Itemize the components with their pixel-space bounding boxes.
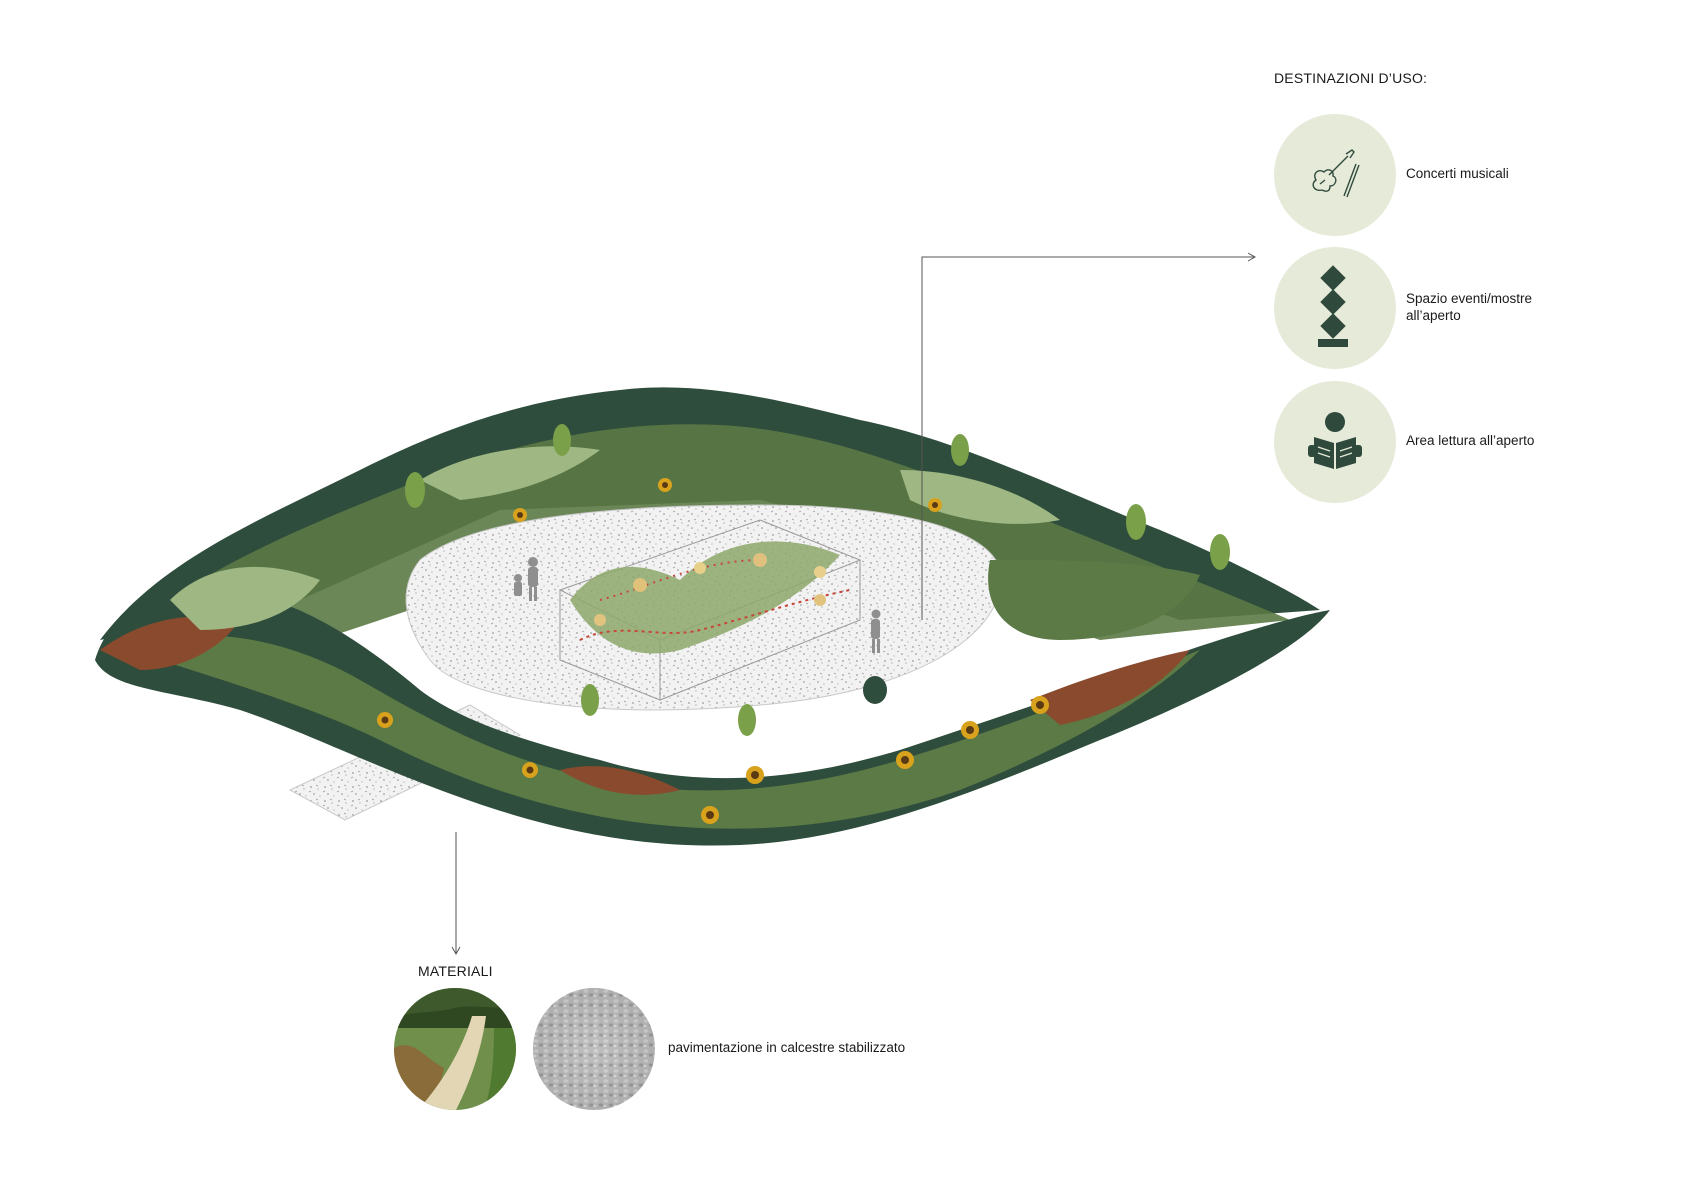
people-silhouettes xyxy=(514,557,881,653)
violin-icon xyxy=(1312,149,1360,198)
gravel-path-photo xyxy=(394,988,516,1110)
leader-line-materials xyxy=(451,832,461,956)
uses-heading: DESTINAZIONI D’USO: xyxy=(1274,70,1428,86)
use-circle-concerts xyxy=(1274,114,1396,236)
use-label-reading: Area lettura all’aperto xyxy=(1406,433,1535,448)
gravel-path-photo-image xyxy=(394,988,516,1110)
floral-pergola xyxy=(558,519,862,701)
use-circle-reading xyxy=(1274,381,1396,503)
use-circle-events xyxy=(1274,247,1396,369)
material-description: pavimentazione in calcestre stabilizzato xyxy=(668,1040,906,1055)
reader-icon xyxy=(1308,412,1362,469)
leader-line-uses xyxy=(921,252,1257,620)
stacked-diamonds-icon xyxy=(1318,265,1348,347)
gravel-texture-photo xyxy=(533,988,655,1110)
materials-heading: MATERIALI xyxy=(418,963,493,979)
foliage-front xyxy=(95,424,1330,846)
use-label-concerts: Concerti musicali xyxy=(1406,166,1509,181)
use-label-events: Spazio eventi/mostre all’aperto xyxy=(1406,291,1533,323)
gravel-texture-photo-image xyxy=(533,988,655,1110)
